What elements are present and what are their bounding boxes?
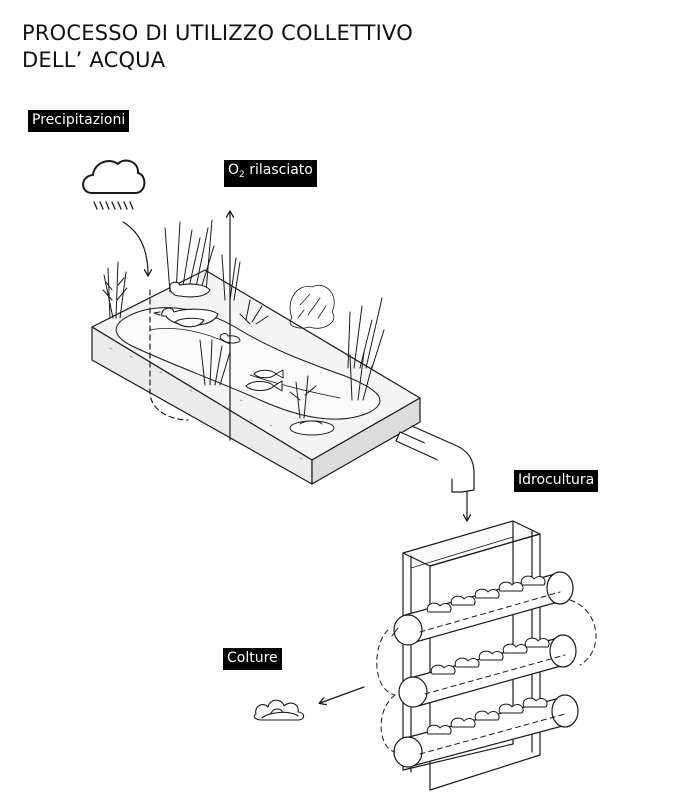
duck-icon: [153, 281, 219, 328]
title-line-2: DELL’ ACQUA: [22, 48, 166, 72]
label-idrocultura: Idrocultura: [514, 470, 599, 492]
label-colture: Colture: [223, 648, 282, 670]
lettuce-row-3: [426, 697, 548, 735]
o2-subscript: 2: [239, 170, 245, 180]
lettuce-row-1: [426, 575, 546, 613]
reeds-center: [164, 219, 215, 293]
lily-pad: [289, 420, 335, 436]
lettuce-row-2: [430, 637, 550, 675]
outflow-pipe: [395, 425, 475, 493]
reeds-right: [347, 297, 385, 401]
circulation-loops: [376, 591, 597, 755]
plants-front: [199, 299, 317, 419]
o2-text: rilasciato: [244, 162, 313, 178]
reeds-left: [102, 261, 128, 319]
water-flow-underground: [149, 289, 189, 421]
reeds-upper: [221, 254, 241, 301]
pond-ecosystem-block: [91, 269, 421, 485]
hydro-pipe-2: [398, 634, 577, 708]
hydro-pipe-3: [393, 694, 579, 768]
rain-flow-arrow: [122, 221, 148, 275]
label-precipitazioni: Precipitazioni: [28, 110, 130, 132]
fish-icon: [245, 369, 284, 392]
crops-arrow: [320, 686, 365, 703]
cloud-icon: [82, 159, 146, 194]
rain-icon: [93, 201, 134, 210]
bush: [289, 284, 335, 329]
title-line-1: PROCESSO DI UTILIZZO COLLETTIVO: [22, 21, 413, 45]
hydro-pipe-1: [391, 571, 574, 646]
lettuce-icon: [253, 699, 305, 721]
o2-symbol: O: [228, 162, 240, 178]
diagram-title: PROCESSO DI UTILIZZO COLLETTIVO DELL’ AC…: [22, 20, 413, 74]
label-o2-rilasciato: O2 rilasciato: [224, 160, 317, 187]
